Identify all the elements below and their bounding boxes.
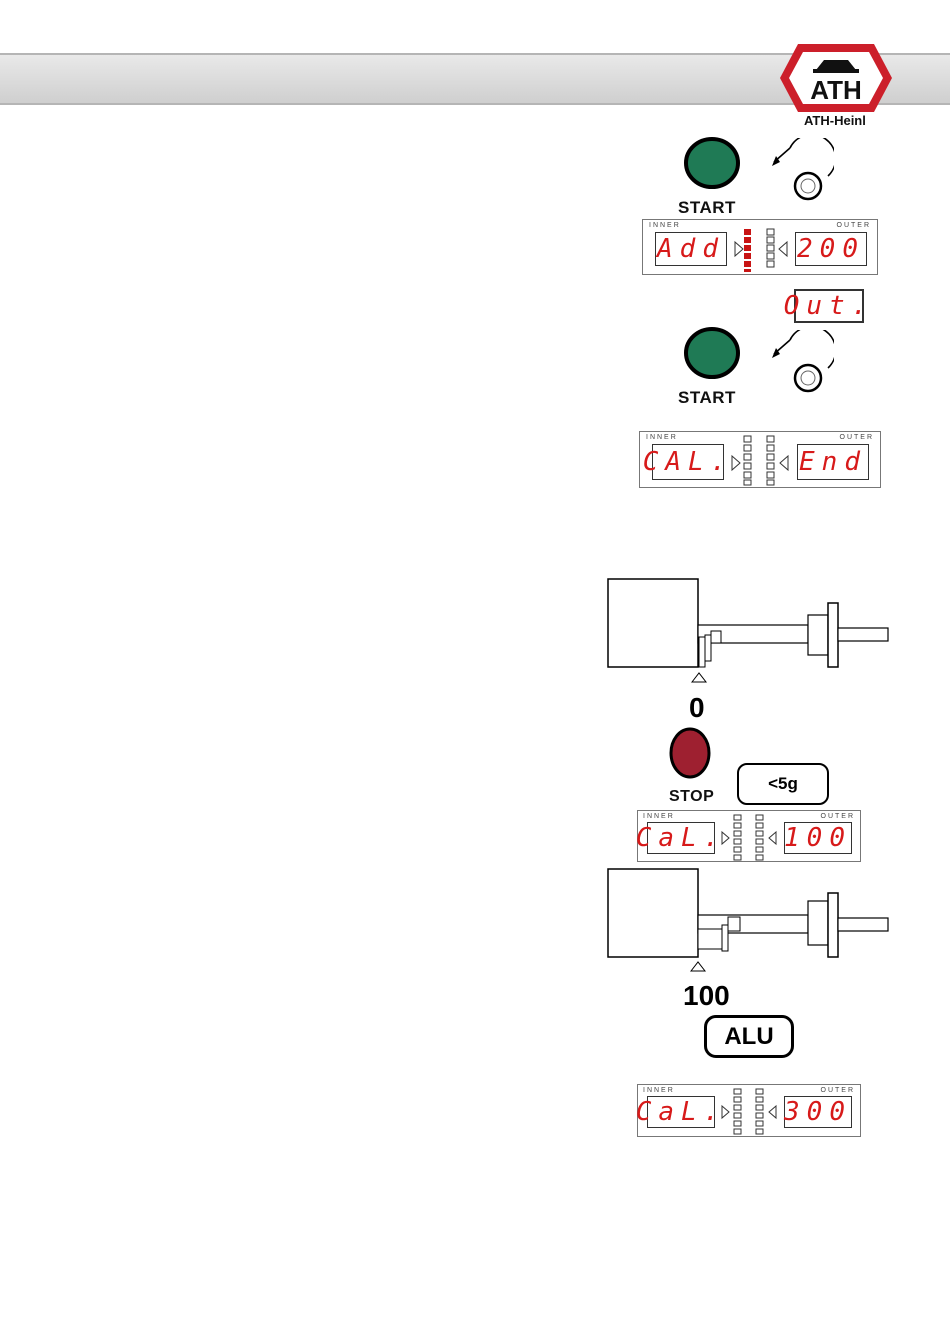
led-columns-icon [733, 226, 789, 272]
wheel-rotate-icon [768, 330, 834, 396]
measuring-arm-diagram-zero [606, 577, 892, 687]
inner-label: INNER [643, 1087, 675, 1094]
led-columns-icon [730, 434, 792, 486]
display-panel-cal-end: INNER OUTER CAL. End [639, 431, 881, 488]
out-digit-display: Out. [794, 289, 864, 323]
left-digit-display: CaL. [647, 822, 715, 854]
right-digit-display: 100 [784, 822, 852, 854]
left-digit-display: CAL. [652, 444, 724, 480]
display-panel-cal-300: INNER OUTER CaL. 300 [637, 1084, 861, 1137]
right-digit-display: 300 [784, 1096, 852, 1128]
left-digit-display: CaL. [647, 1096, 715, 1128]
inner-label: INNER [649, 222, 681, 229]
left-digit-display: Add [655, 232, 727, 266]
display-panel-cal-100: INNER OUTER CaL. 100 [637, 810, 861, 862]
right-digit-display: End [797, 444, 869, 480]
inner-label: INNER [643, 813, 675, 820]
start-label: START [678, 388, 736, 408]
display-panel-add: INNER OUTER Add 200 [642, 219, 878, 275]
wheel-rotate-icon [768, 138, 834, 204]
outer-label: OUTER [821, 1087, 856, 1094]
alu-button[interactable]: ALU [704, 1015, 794, 1058]
stop-label: STOP [669, 788, 714, 806]
ath-logo: ATH [778, 42, 894, 114]
logo-letters: ATH [810, 75, 862, 105]
arm-position-zero: 0 [689, 692, 705, 724]
stop-button-icon [668, 726, 712, 780]
outer-label: OUTER [821, 813, 856, 820]
start-button-icon [683, 326, 741, 380]
start-button-icon [683, 136, 741, 190]
measuring-arm-diagram-hundred [606, 867, 892, 977]
inner-label: INNER [646, 434, 678, 441]
right-digit-display: 200 [795, 232, 867, 266]
start-label: START [678, 198, 736, 218]
outer-label: OUTER [837, 222, 872, 229]
arm-position-hundred: 100 [683, 980, 730, 1012]
weight-threshold-button[interactable]: <5g [737, 763, 829, 805]
led-columns-icon [720, 813, 780, 861]
led-columns-icon [720, 1087, 780, 1135]
outer-label: OUTER [840, 434, 875, 441]
logo-brand-text: ATH-Heinl [804, 113, 866, 128]
